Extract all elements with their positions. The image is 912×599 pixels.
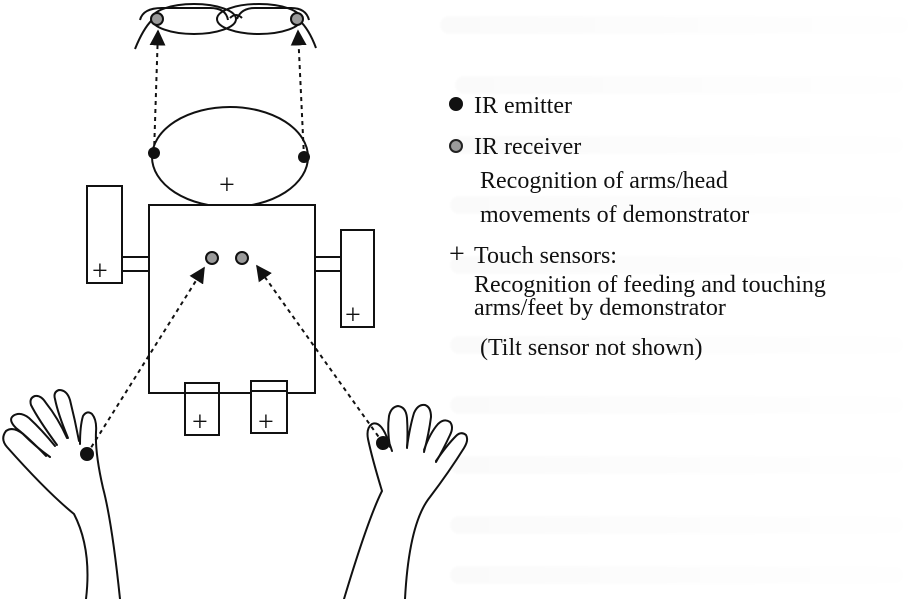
robot-body (149, 205, 315, 393)
left-glasses-receiver-icon (151, 13, 163, 25)
left-head-to-glasses-signal (154, 31, 158, 153)
touch-sensor-label: Touch sensors: (474, 242, 904, 271)
right-hand (344, 405, 467, 599)
ir-receiver-icon (449, 139, 463, 153)
robot: + + + + + (87, 107, 374, 438)
right-hand-emitter-icon (377, 437, 389, 449)
right-glasses-receiver-icon (291, 13, 303, 25)
left-foot-touch-sensor-plus: + (192, 407, 208, 438)
right-foot-touch-sensor-plus: + (258, 407, 274, 438)
left-body-receiver-icon (206, 252, 218, 264)
ir-receiver-label: IR receiver (474, 133, 904, 162)
tilt-sensor-note: (Tilt sensor not shown) (480, 334, 904, 363)
left-hand-emitter-icon (81, 448, 93, 460)
ir-emitter-icon (449, 97, 463, 111)
ir-receiver-legend-item: IR receiver Recognition of arms/head mov… (449, 133, 904, 230)
ir-emitter-legend-item: IR emitter (449, 92, 904, 121)
touch-sensor-legend-item: + Touch sensors: Recognition of feeding … (449, 242, 904, 323)
glasses (135, 4, 316, 49)
head-touch-sensor-plus: + (219, 170, 235, 201)
ir-receiver-description-line-1: Recognition of arms/head (480, 167, 904, 196)
left-hand (3, 390, 120, 599)
sensor-legend: IR emitter IR receiver Recognition of ar… (449, 92, 904, 363)
right-arm-touch-sensor-plus: + (345, 300, 361, 331)
touch-sensor-description-line-2: arms/feet by demonstrator (474, 294, 904, 323)
ir-receiver-description-line-2: movements of demonstrator (480, 201, 904, 230)
right-body-receiver-icon (236, 252, 248, 264)
left-arm-touch-sensor-plus: + (92, 256, 108, 287)
touch-sensor-plus-icon: + (449, 240, 465, 269)
ir-emitter-label: IR emitter (474, 92, 904, 121)
